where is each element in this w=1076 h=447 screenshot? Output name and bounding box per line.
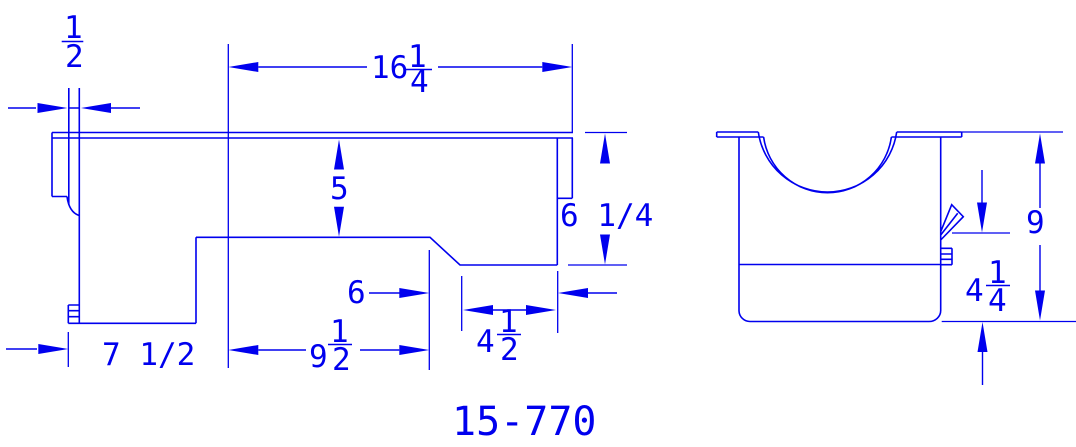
dim-kickout-bottom-numerator: 1 — [499, 304, 518, 340]
side-view-drain-boss — [67, 304, 80, 324]
dim-drain-denominator: 4 — [988, 283, 1007, 319]
dim-kickout-bottom-denominator: 2 — [500, 332, 519, 368]
arrow-drain-down — [977, 202, 987, 233]
part-number: 15-770 — [452, 399, 597, 445]
dim-drain-numerator: 1 — [988, 255, 1007, 291]
arrow-lip-left — [37, 103, 68, 113]
arrow-shallow-depth-down — [334, 206, 344, 237]
arrow-deep-depth-up — [600, 133, 610, 164]
arrow-kickout-left — [399, 288, 430, 298]
arrow-overall-right — [542, 62, 573, 72]
extension-lines — [67, 44, 1076, 370]
arrow-kickout-bottom-left — [463, 305, 493, 315]
arrow-drain-up — [977, 322, 988, 352]
arrow-height-down — [1035, 290, 1045, 321]
dim-mid-whole: 9 — [309, 339, 328, 375]
arrow-lip-right — [81, 103, 111, 113]
dim-overall-height: 9 — [1026, 205, 1045, 241]
dim-overall-denominator: 4 — [410, 64, 429, 100]
end-view-spout — [939, 203, 965, 241]
arrow-kickout-bottom-right — [526, 305, 556, 315]
arrow-mid-right — [399, 345, 430, 355]
arrow-height-up — [1035, 133, 1045, 164]
arrow-sump-left — [38, 344, 69, 354]
dim-overall-numerator: 1 — [408, 39, 427, 75]
dim-shallow-depth: 5 — [330, 171, 349, 207]
dim-kickout-bottom-whole: 4 — [476, 324, 495, 360]
dim-sump-length: 7 1/2 — [102, 337, 195, 373]
dim-mid-denominator: 2 — [332, 342, 351, 378]
arrow-mid-left — [228, 345, 259, 355]
fraction-bars — [61, 40, 1010, 346]
dim-overall-whole: 16 — [371, 50, 408, 86]
dim-lip-numerator: 1 — [64, 10, 83, 46]
dim-drain-whole: 4 — [965, 273, 984, 309]
arrow-deep-depth-down — [600, 234, 610, 265]
dim-kickout-length: 6 — [347, 275, 366, 311]
side-view-outline — [51, 88, 574, 325]
dimension-lines — [6, 66, 1041, 385]
end-view-drain-boss — [940, 247, 953, 266]
end-view-outline — [715, 131, 963, 323]
arrow-kickout-right — [558, 288, 588, 298]
dim-mid-numerator: 1 — [330, 314, 349, 350]
arrow-shallow-depth-up — [334, 139, 344, 170]
arrow-overall-left — [228, 62, 259, 72]
dim-lip-denominator: 2 — [65, 39, 84, 75]
dim-deep-depth: 6 1/4 — [560, 198, 653, 234]
